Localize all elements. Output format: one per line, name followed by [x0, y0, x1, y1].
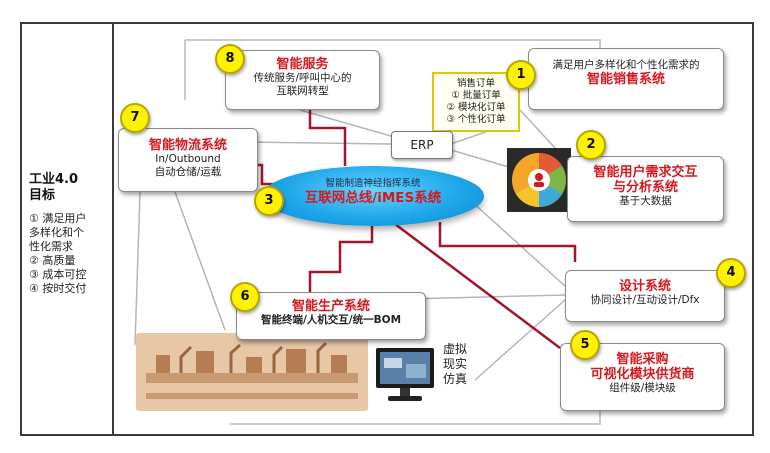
node-subtitle: 满足用户多样化和个性化需求的 [552, 59, 700, 71]
goals-list: ① 满足用户 多样化和个 性化需求 ② 高质量 ③ 成本可控 ④ 按时交付 [29, 212, 86, 296]
node-smart-production[interactable]: 智能生产系统 智能终端/人机交互/统一BOM [236, 292, 426, 340]
node-title: 与分析系统 [612, 180, 678, 195]
badge-6: 6 [230, 282, 260, 312]
badge-5: 5 [570, 330, 600, 360]
badge-3: 3 [254, 186, 284, 216]
node-title: 智能生产系统 [291, 299, 370, 314]
factory-robot-icon [136, 333, 368, 411]
node-title: 智能用户需求交互 [593, 165, 698, 180]
vr-simulation-label: 虚拟 现实 仿真 [443, 342, 468, 386]
badge-1: 1 [506, 60, 536, 90]
goal-line: ① 满足用户 [29, 212, 87, 225]
node-title: 智能采购 [616, 352, 669, 367]
node-subtitle: 组件级/模块级 [609, 382, 676, 394]
imes-bus-ellipse[interactable]: 智能制造神经指挥系统 互联网总线/iMES系统 [262, 166, 484, 226]
goal-line: 性化需求 [29, 240, 73, 253]
node-title: 设计系统 [618, 279, 671, 294]
node-subtitle: In/Outbound [155, 153, 221, 165]
node-subtitle: 自动仓储/运载 [154, 166, 222, 178]
vr-monitor-icon [376, 348, 434, 401]
sales-orders-note: 销售订单 ① 批量订单 ② 模块化订单 ③ 个性化订单 [432, 72, 520, 132]
node-subtitle: 协同设计/互动设计/Dfx [590, 294, 700, 306]
node-subtitle: 智能终端/人机交互/统一BOM [260, 314, 402, 326]
node-subtitle: 传统服务/呼叫中心的 [253, 72, 352, 84]
user-interaction-wheel-icon [507, 148, 571, 212]
badge-7: 7 [120, 103, 150, 133]
badge-4: 4 [716, 258, 746, 288]
erp-box[interactable]: ERP [391, 131, 453, 159]
node-design-system[interactable]: 设计系统 协同设计/互动设计/Dfx [565, 270, 725, 322]
node-subtitle: 基于大数据 [619, 195, 672, 207]
bus-title: 互联网总线/iMES系统 [304, 190, 442, 206]
goal-line: ② 高质量 [29, 254, 76, 267]
goal-line: 多样化和个 [29, 226, 84, 239]
node-title: 智能服务 [276, 57, 329, 72]
badge-8: 8 [215, 44, 245, 74]
orders-item: ① 批量订单 [451, 90, 501, 101]
node-title: 智能销售系统 [586, 72, 665, 87]
gray-connectors [134, 109, 581, 381]
badge-2: 2 [576, 130, 606, 160]
node-subtitle: 互联网转型 [276, 85, 329, 97]
factory-floor-illustration [136, 333, 368, 411]
bus-subtitle: 智能制造神经指挥系统 [325, 178, 421, 189]
node-smart-service[interactable]: 智能服务 传统服务/呼叫中心的 互联网转型 [225, 50, 380, 110]
goal-line: ④ 按时交付 [29, 282, 87, 295]
goal-line: ③ 成本可控 [29, 268, 87, 281]
node-smart-logistics[interactable]: 智能物流系统 In/Outbound 自动仓储/运载 [118, 128, 258, 192]
node-title: 智能物流系统 [148, 138, 227, 153]
goals-panel: 工业4.0 目标 ① 满足用户 多样化和个 性化需求 ② 高质量 ③ 成本可控 … [22, 24, 114, 434]
orders-title: 销售订单 [456, 78, 495, 89]
node-user-demand-analysis[interactable]: 智能用户需求交互 与分析系统 基于大数据 [567, 156, 724, 222]
node-smart-sales[interactable]: 满足用户多样化和个性化需求的 智能销售系统 [528, 48, 724, 110]
orders-item: ③ 个性化订单 [446, 114, 506, 125]
node-title: 可视化模块供货商 [590, 367, 695, 382]
goals-title: 工业4.0 目标 [29, 172, 79, 203]
orders-item: ② 模块化订单 [446, 102, 506, 113]
